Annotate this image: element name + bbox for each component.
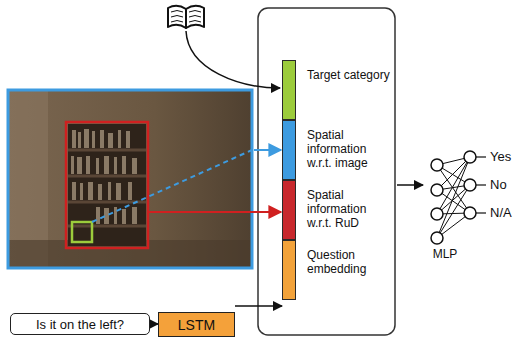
node-text: LSTM: [178, 317, 215, 333]
feature-bar: [282, 120, 296, 180]
rud-arrow: [148, 211, 281, 213]
output-lines: [476, 157, 486, 213]
target-box: [72, 222, 92, 242]
connector: [150, 323, 158, 325]
lstm-box: LSTM: [158, 312, 235, 337]
feature-arrow: [397, 184, 423, 186]
feature-bar: [282, 180, 296, 240]
book-arrow: [186, 31, 280, 88]
connector: [235, 305, 282, 307]
scene-photo: [8, 90, 252, 268]
node-text: Spatial information w.r.t. RuD: [307, 180, 393, 230]
image-position-segment: Spatial information w.r.t. image: [282, 120, 393, 180]
question-box: Is it on the left?: [10, 313, 150, 335]
node-text: Is it on the left?: [36, 317, 124, 332]
feature-bar: [282, 240, 296, 300]
output-label: No: [490, 177, 507, 192]
image-arrow: [254, 149, 281, 151]
node-text: Spatial information w.r.t. image: [307, 120, 393, 170]
category-segment: Target category: [282, 60, 393, 120]
node-text: Question embedding: [307, 240, 393, 276]
mlp-network: MLP: [425, 145, 483, 263]
output-label: N/A: [490, 205, 512, 220]
node-text: Target category: [307, 60, 393, 82]
network-graph: [425, 145, 483, 245]
feature-container: [258, 8, 395, 335]
node-text: MLP: [425, 247, 465, 261]
output-label: Yes: [490, 149, 511, 164]
book-icon: [168, 6, 204, 28]
question-segment: Question embedding: [282, 240, 393, 300]
feature-bar: [282, 60, 296, 120]
reference-box: [66, 122, 148, 248]
rud-position-segment: Spatial information w.r.t. RuD: [282, 180, 393, 240]
